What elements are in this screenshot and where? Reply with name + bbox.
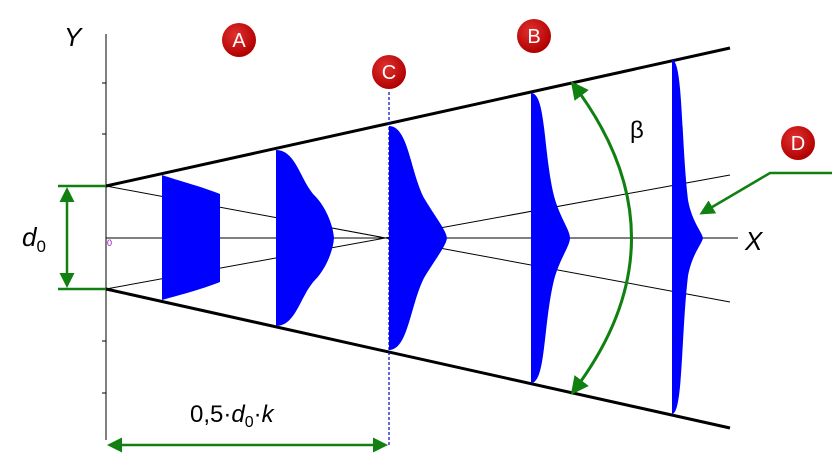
marker-a-badge: A [222, 23, 256, 57]
lower-envelope-line [105, 287, 731, 430]
beam-profile-3 [389, 126, 447, 350]
upper-envelope-line [105, 46, 731, 188]
beam-profile-1 [162, 175, 220, 300]
svg-text:D: D [791, 133, 805, 155]
distance-label: 0,5·d0·k [190, 401, 276, 431]
beta-arc-arrow [570, 81, 633, 395]
marker-d-badge: D [781, 126, 815, 160]
y-axis-ticks [102, 82, 106, 394]
d-leader-arrow [699, 171, 832, 215]
origin-label: 0 [107, 238, 112, 248]
beam-profile-2 [276, 150, 334, 326]
svg-text:A: A [232, 30, 246, 52]
marker-c-badge: C [372, 55, 406, 89]
x-axis-label: X [744, 226, 764, 256]
beta-label: β [630, 117, 644, 144]
beam-profile-4 [531, 93, 570, 383]
marker-b-badge: B [517, 19, 551, 53]
d0-label: d0 [22, 222, 46, 256]
beam-profile-5 [672, 60, 703, 414]
svg-text:C: C [382, 62, 396, 84]
svg-text:B: B [527, 26, 540, 48]
y-axis-label: Y [64, 22, 83, 52]
